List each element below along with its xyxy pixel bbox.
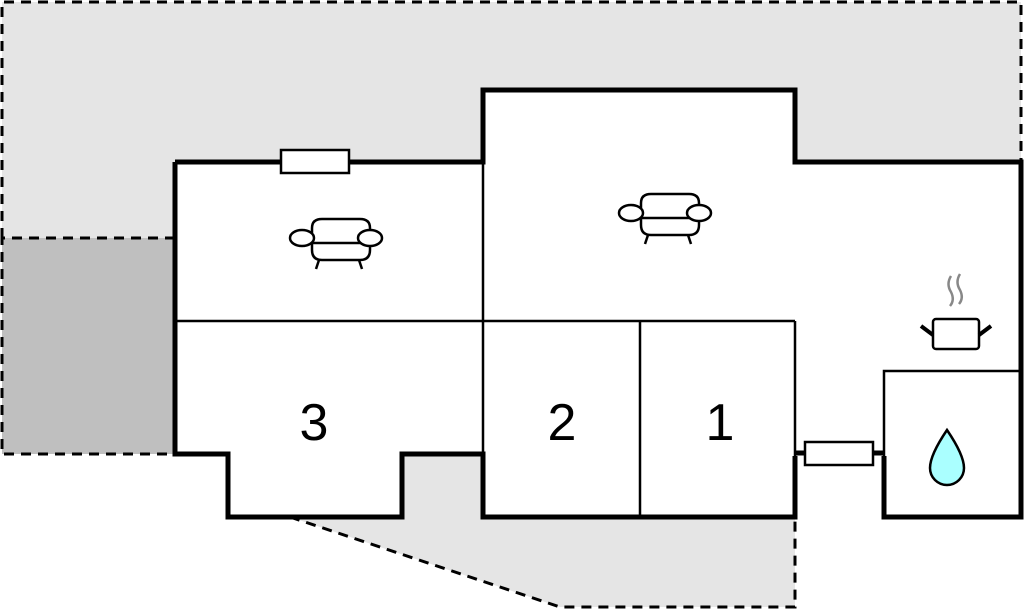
sofa-icon <box>288 217 384 270</box>
building <box>172 87 1024 520</box>
exterior-wall <box>175 87 1024 520</box>
outdoor-terrace <box>0 0 1023 238</box>
cooking-pot-icon <box>919 273 993 351</box>
sofa-icon <box>617 192 713 245</box>
room-label-2: 2 <box>548 394 577 452</box>
room-label-3: 3 <box>300 394 329 452</box>
interior-walls <box>175 162 1021 517</box>
covered-area <box>0 236 175 456</box>
room-label-1: 1 <box>706 394 735 452</box>
water-drop-icon <box>928 427 966 487</box>
window-top-left <box>279 148 351 175</box>
window-right-passage <box>795 440 884 467</box>
bottom-terrace <box>289 454 797 609</box>
